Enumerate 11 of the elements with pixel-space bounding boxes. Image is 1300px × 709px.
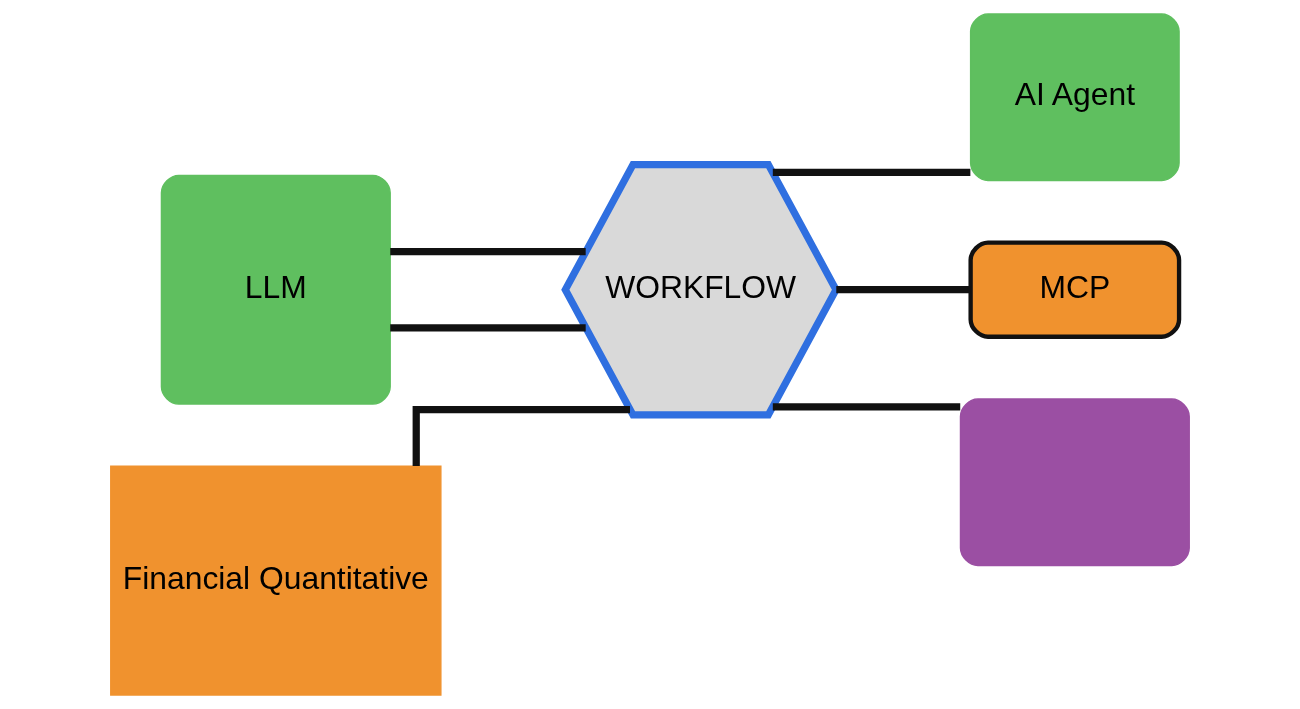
connector [772,403,961,411]
connector [772,168,971,177]
node-box: AI Agent [969,13,1180,182]
node-box: Financial Quantitative [110,465,442,696]
connector [836,286,971,294]
node-box: MCP [968,240,1182,339]
node-box: LLM [160,174,391,405]
connector [390,248,586,256]
node-box [959,398,1190,567]
connector [390,324,586,332]
connector [412,405,630,467]
